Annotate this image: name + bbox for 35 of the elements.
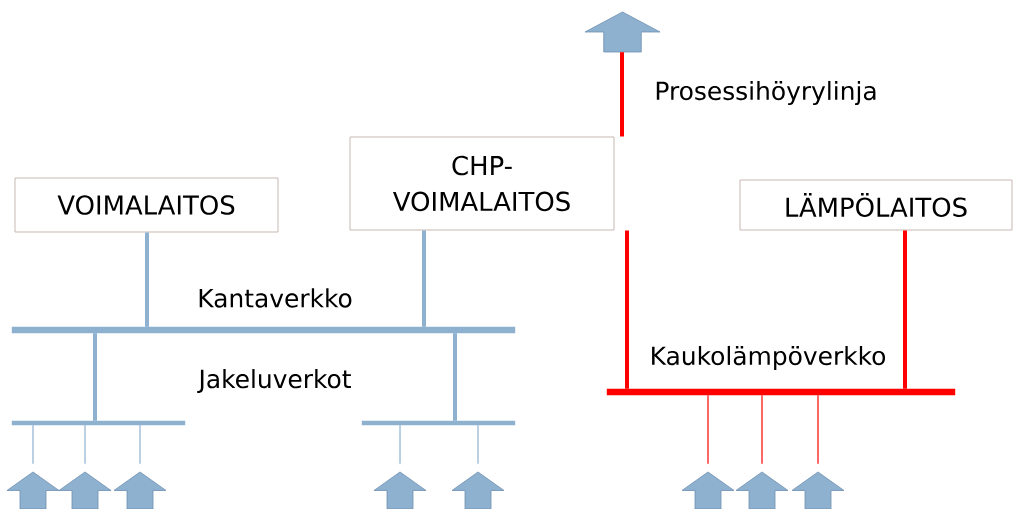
connector-line — [93, 333, 97, 421]
edge-label: Prosessihöyrylinja — [653, 79, 879, 107]
network-bar — [11, 326, 516, 334]
network-bar — [606, 388, 956, 396]
plant-box: VOIMALAITOS — [14, 177, 279, 233]
connector-line — [453, 333, 457, 421]
connector-line — [620, 52, 624, 137]
network-bar — [11, 420, 186, 426]
connector-line — [84, 424, 86, 465]
arrow-icon — [58, 471, 112, 509]
arrow-icon — [113, 471, 167, 509]
network-label: Kantaverkko — [196, 287, 354, 309]
connector-line — [817, 394, 819, 465]
connector-line — [32, 424, 34, 465]
arrow-icon — [373, 471, 427, 509]
arrow-icon — [681, 471, 735, 509]
connector-line — [145, 232, 149, 327]
arrow-icon — [584, 11, 661, 53]
arrow-icon — [451, 471, 505, 509]
connector-line — [761, 394, 763, 465]
network-label: Kaukolämpöverkko — [648, 344, 888, 372]
network-label: Jakeluverkot — [197, 368, 353, 394]
arrow-icon — [791, 471, 845, 509]
arrow-icon — [735, 471, 789, 509]
connector-line — [707, 394, 709, 465]
connector-line — [625, 230, 629, 389]
connector-line — [139, 424, 141, 465]
plant-box: LÄMPÖLAITOS — [739, 179, 1013, 231]
network-bar — [361, 420, 516, 426]
connector-line — [477, 424, 479, 465]
plant-box: CHP- VOIMALAITOS — [349, 136, 615, 231]
connector-line — [903, 230, 907, 389]
arrow-icon — [6, 471, 60, 509]
connector-line — [399, 424, 401, 465]
connector-line — [422, 230, 426, 327]
